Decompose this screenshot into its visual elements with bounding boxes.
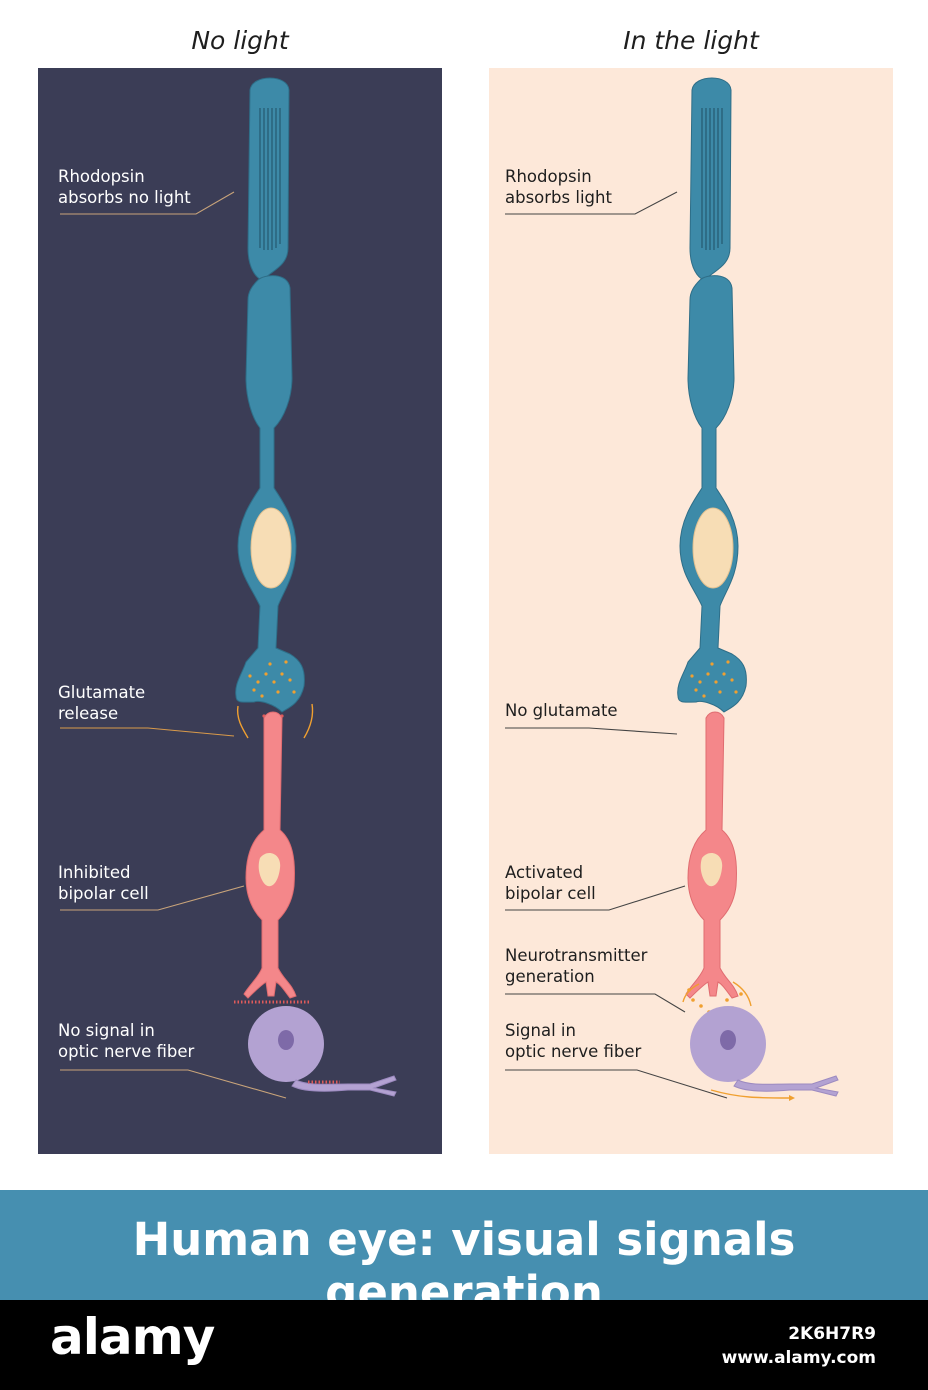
no-light-panel: Rhodopsin absorbs no light Glutamate rel… bbox=[38, 68, 442, 1154]
left-panel-title: No light bbox=[191, 26, 289, 55]
rod-inner-segment bbox=[235, 275, 305, 713]
glutamate-release-arrows bbox=[236, 703, 314, 739]
optic-nerve-fiber bbox=[291, 1075, 397, 1097]
leader-lines bbox=[505, 191, 728, 1099]
neurotransmitter-arrows bbox=[682, 981, 752, 1007]
brand-logo: alamy bbox=[50, 1308, 215, 1366]
signal-arrow bbox=[710, 1089, 790, 1099]
activated-bipolar-label: Activated bipolar cell bbox=[505, 863, 596, 903]
ganglion-nucleus bbox=[720, 1030, 736, 1050]
figure-title: Human eye: visual signals generation bbox=[132, 1213, 796, 1319]
ganglion-nucleus bbox=[278, 1030, 294, 1050]
rod-outer-segment bbox=[689, 77, 732, 281]
optic-nerve-fiber bbox=[733, 1075, 839, 1097]
no-signal-label: No signal in optic nerve fiber bbox=[58, 1021, 195, 1061]
glutamate-vesicles bbox=[248, 660, 296, 698]
bipolar-nucleus bbox=[258, 853, 281, 887]
title-banner bbox=[0, 1190, 928, 1300]
glutamate-release-label: Glutamate release bbox=[58, 683, 146, 723]
neurotransmitter-label: Neurotransmitter generation bbox=[505, 946, 648, 986]
glutamate-vesicles bbox=[690, 660, 738, 698]
rhodopsin-light-label: Rhodopsin absorbs light bbox=[505, 167, 612, 207]
in-light-panel: Rhodopsin absorbs light No glutamate Act… bbox=[489, 68, 893, 1154]
right-panel-title: In the light bbox=[623, 26, 759, 55]
signal-label: Signal in optic nerve fiber bbox=[505, 1021, 642, 1061]
in-light-cell-diagram bbox=[505, 77, 839, 1101]
rod-inner-segment bbox=[677, 275, 747, 713]
image-id: 2K6H7R9 bbox=[788, 1324, 876, 1344]
no-light-cell-diagram bbox=[60, 77, 397, 1099]
rod-outer-segment bbox=[247, 77, 290, 281]
no-glutamate-label: No glutamate bbox=[505, 701, 618, 720]
rod-nucleus bbox=[250, 507, 292, 589]
footer-bar bbox=[0, 1300, 928, 1390]
inhibited-bipolar-label: Inhibited bipolar cell bbox=[58, 863, 149, 903]
rhodopsin-no-light-label: Rhodopsin absorbs no light bbox=[58, 167, 191, 207]
leader-lines bbox=[60, 191, 287, 1099]
rod-nucleus bbox=[692, 507, 734, 589]
bipolar-nucleus bbox=[700, 853, 723, 887]
site-url: www.alamy.com bbox=[721, 1348, 876, 1368]
